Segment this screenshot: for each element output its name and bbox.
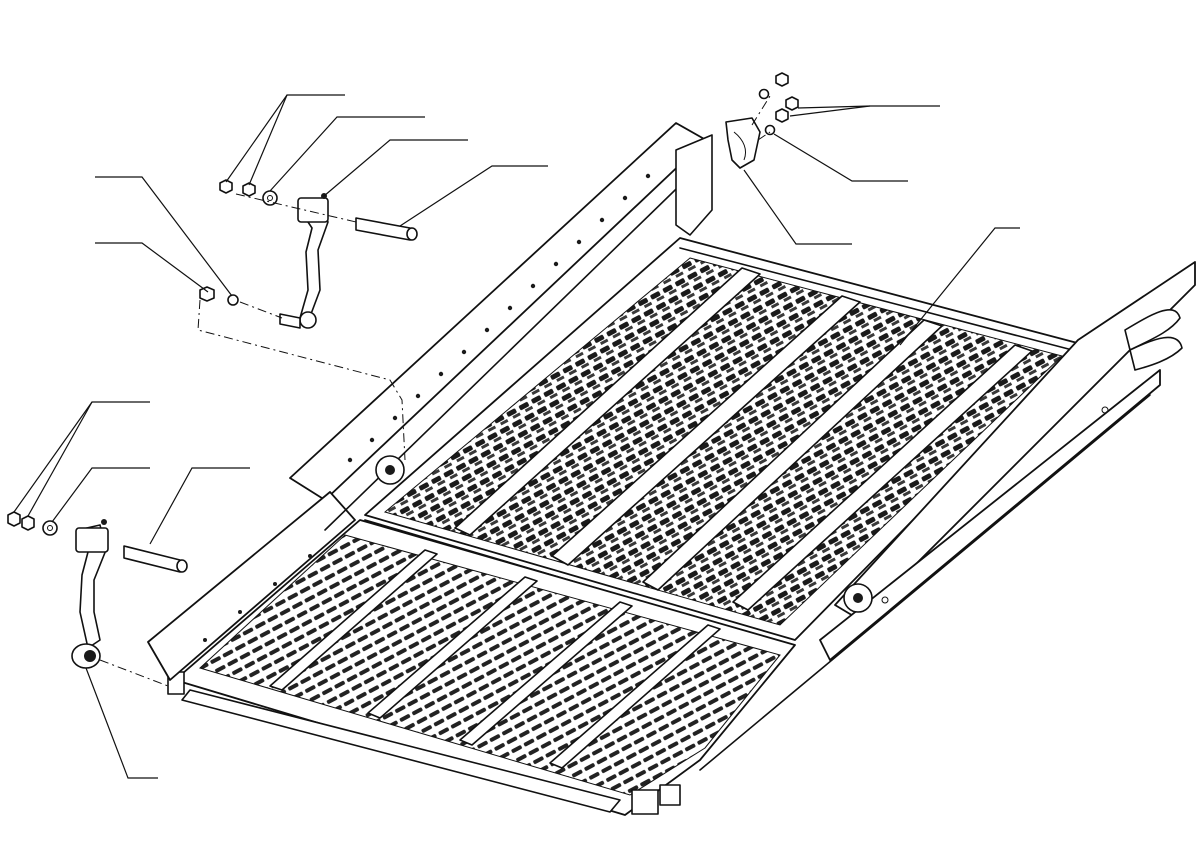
upper-sieve-slat [551,295,861,566]
front-right-bracket [659,784,681,806]
callout-leader [269,116,425,192]
right-side-rail-edge [699,394,1151,771]
bearing-clamp-inner [733,131,747,161]
upper-sieve-slat [642,319,943,591]
callout-leader [248,94,288,186]
callout-leader [743,169,852,245]
upper-sieve-slat [454,267,761,536]
callout-leader [225,94,345,183]
lower-sieve-bottom-plate [181,689,621,813]
clamp-washer [764,124,776,136]
callout-leader [13,401,150,513]
right-rail-hole [881,596,889,604]
right-rail-hole [1101,406,1109,414]
stud-washer [227,294,239,306]
right-side-rail-beam [834,261,1196,621]
right-pivot-bearing-hub [853,593,863,603]
callout-leader [899,227,1020,346]
right-side-rail-lower [819,369,1161,661]
lower-sieve [167,519,796,816]
hanger-nut [7,511,21,527]
stud-nut [199,286,215,302]
callout-leaders [13,94,1020,779]
callout-leader [51,467,150,523]
callout-leader [95,242,209,293]
clamp-nut [775,108,789,123]
assembly-axis [197,299,406,461]
callout-leader [323,139,468,197]
callout-leader [85,667,158,779]
callout-leader [27,401,93,517]
hanger-washer-hole [47,525,53,531]
hanger-washer [42,520,58,536]
hanger-stud [279,313,301,329]
left-side-wall [147,122,713,681]
assembly-axis [99,659,169,687]
upper-sieve-slat [732,344,1033,611]
callout-leader [95,176,233,297]
upper-sieve-top-rail [679,247,1081,353]
upper-hanger-group [197,179,418,461]
lower-sieve-slat [549,624,721,769]
hanger-arm-bushing-bore [84,650,96,662]
hanger-nut [219,179,233,194]
hanger-arm-bolt [101,519,107,525]
side-wall-rivets [203,173,651,642]
clamp-nut [785,96,799,111]
assembly-axis [757,131,771,141]
clamp-washer [758,88,770,100]
hanger-arm-clamp [75,527,109,553]
bearing-clamp-group [725,72,799,169]
callout-leader [149,467,250,545]
callout-leader [773,133,908,182]
hanger-pin-end [406,227,418,241]
callout-leader [399,165,548,227]
hanger-arm-clamp [297,197,329,223]
assembly-axis [235,193,357,223]
hanger-nut [21,515,35,531]
assembly-axis [751,95,771,126]
hanger-pin-end [176,559,188,573]
left-pivot-bearing-hub [385,465,395,475]
left-side-wall-lower-panel [147,491,356,681]
assembly-axis [239,301,283,319]
clamp-nut [775,72,789,87]
right-rail-hook [1129,336,1183,371]
hanger-arm-eye [299,311,317,329]
hanger-washer-hole [267,195,273,201]
lower-sieve-slat [269,549,438,691]
right-side-rail [699,261,1196,771]
front-right-bracket [631,789,659,815]
lower-sieve-slat [367,576,538,719]
lower-hanger-group [7,511,188,687]
left-wall-top-bracket [675,134,713,236]
hanger-nut [242,182,256,197]
lower-sieve-slat [459,601,633,746]
callout-leader [789,105,871,117]
